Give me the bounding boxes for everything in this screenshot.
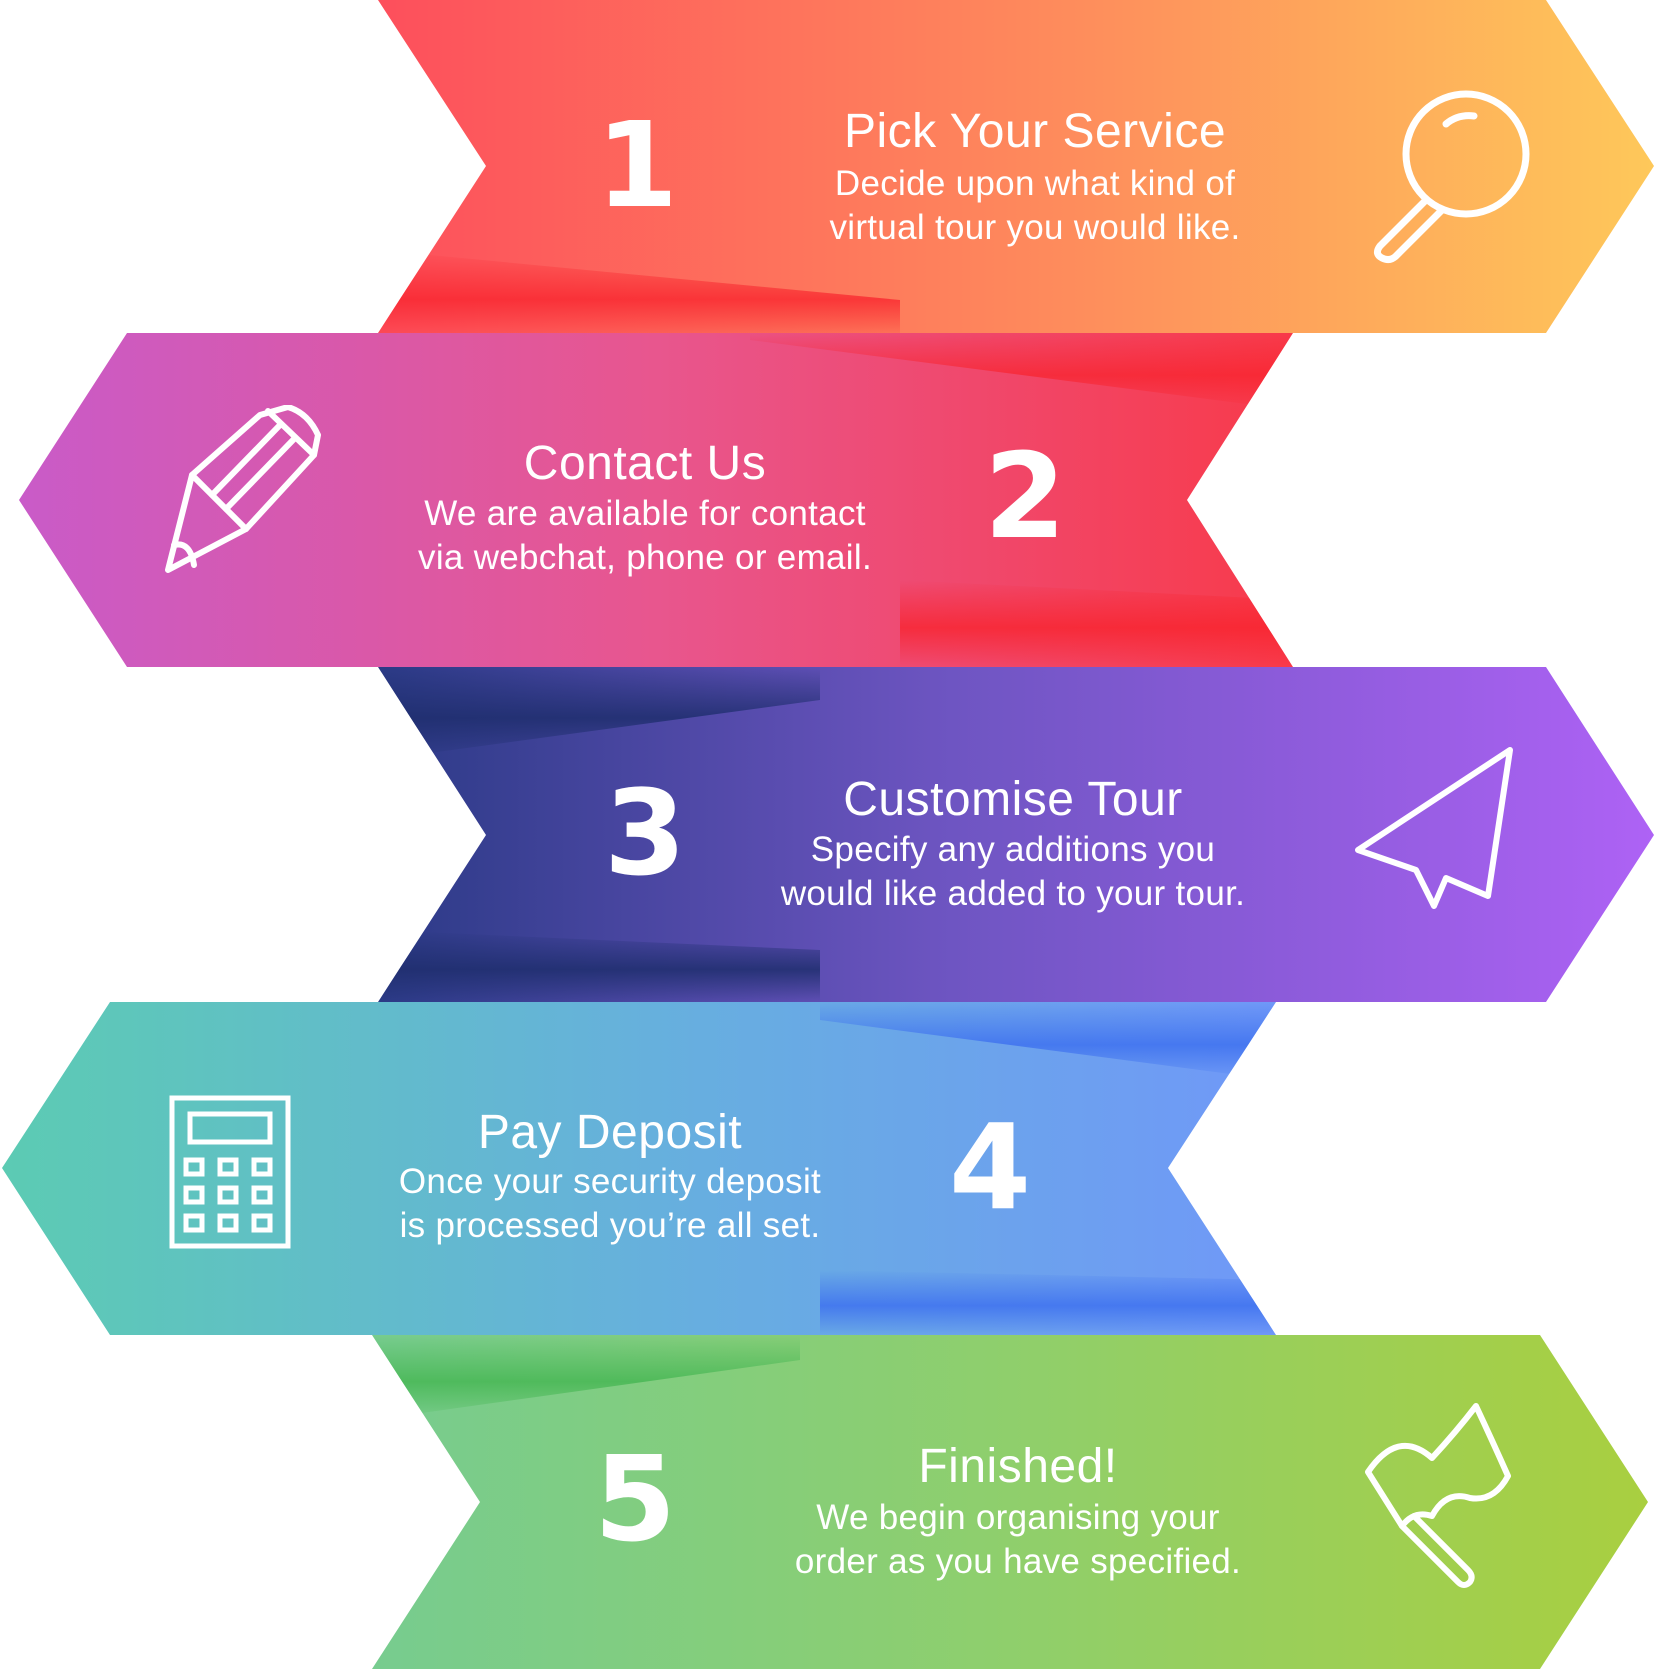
- calculator-icon: [168, 1094, 292, 1250]
- step-3-title: Customise Tour: [843, 773, 1183, 826]
- step-4-description-line-2: is processed you’re all set.: [399, 1206, 821, 1245]
- step-5-number: 5: [593, 1430, 677, 1568]
- pencil-icon: [160, 405, 340, 585]
- step-2-arrow: [19, 333, 1293, 667]
- step-1-title: Pick Your Service: [843, 105, 1227, 158]
- step-2-description-line-1: We are available for contact: [424, 494, 866, 533]
- step-3-number: 3: [603, 764, 687, 902]
- step-1-description-line-1: Decide upon what kind of: [834, 164, 1236, 203]
- step-4-title: Pay Deposit: [477, 1106, 743, 1159]
- magnifier-icon: [1358, 86, 1538, 266]
- step-1-description-line-2: virtual tour you would like.: [829, 208, 1241, 247]
- step-1-arrow: [378, 0, 1654, 333]
- step-5-description-line-2: order as you have specified.: [794, 1542, 1242, 1581]
- step-1-number: 1: [595, 96, 679, 234]
- step-3-arrow: [378, 667, 1654, 1002]
- step-5-description-line-1: We begin organising your: [816, 1498, 1220, 1537]
- step-4-description-line-1: Once your security deposit: [398, 1162, 822, 1201]
- step-4-number: 4: [948, 1098, 1032, 1236]
- step-5-title: Finished!: [918, 1440, 1118, 1493]
- paper-plane-icon: [1350, 744, 1520, 914]
- step-2-title: Contact Us: [523, 437, 767, 490]
- step-4-arrow: [2, 1002, 1276, 1335]
- step-5-arrow: [372, 1335, 1648, 1669]
- step-2-description-line-2: via webchat, phone or email.: [418, 538, 872, 577]
- step-2-number: 2: [983, 427, 1067, 565]
- flag-icon: [1362, 1400, 1522, 1590]
- step-3-description-line-1: Specify any additions you: [810, 830, 1216, 869]
- step-3-description-line-2: would like added to your tour.: [780, 874, 1246, 913]
